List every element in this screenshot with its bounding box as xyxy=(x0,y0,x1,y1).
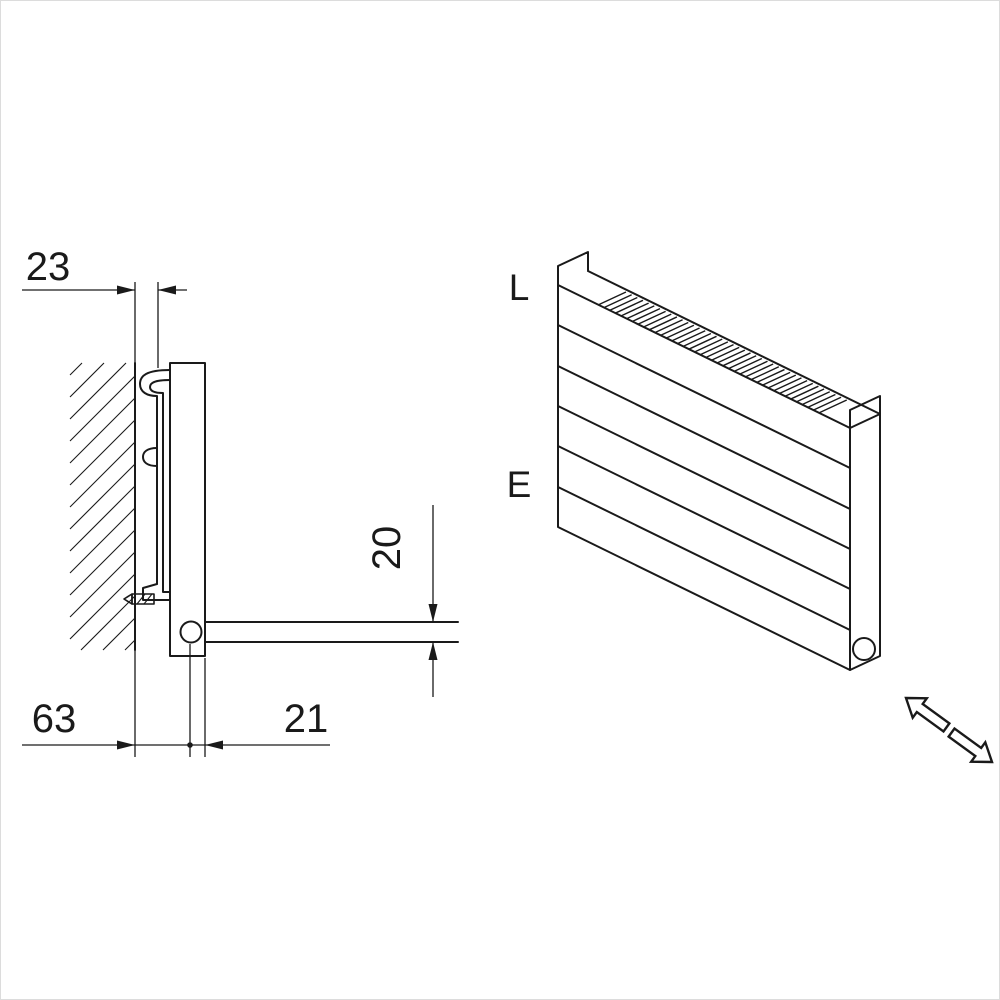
arrow-up-left xyxy=(904,696,952,734)
top-rear-edge xyxy=(587,270,881,415)
bidirectional-connection-arrows-icon xyxy=(904,696,994,764)
mounting-bracket xyxy=(123,369,171,605)
bracket-clip xyxy=(142,447,158,467)
dim-label-63: 63 xyxy=(32,697,77,741)
end-cap-left-tab xyxy=(557,251,589,286)
isometric-view: L E xyxy=(507,251,994,764)
pipe-plug-circle xyxy=(852,637,876,661)
wall-hatching xyxy=(69,362,136,651)
panel-grooves xyxy=(557,324,851,631)
side-view: 23 20 63 21 xyxy=(22,245,459,757)
dim-arrow xyxy=(158,285,176,295)
label-L: L xyxy=(509,267,530,308)
radiator-side-profile xyxy=(169,362,206,657)
dim-label-20: 20 xyxy=(365,526,409,571)
convector-fins-icon xyxy=(597,291,848,414)
pipe-connection-circle xyxy=(179,620,203,644)
dimension-20: 20 xyxy=(365,505,438,697)
dim-label-21: 21 xyxy=(284,697,329,741)
dim-arrow xyxy=(117,285,135,295)
dim-arrow xyxy=(428,604,438,622)
dimension-23: 23 xyxy=(22,245,187,368)
arrow-down-right xyxy=(946,726,994,764)
label-E: E xyxy=(507,464,532,505)
dim-arrow xyxy=(428,642,438,660)
dim-point xyxy=(187,742,193,748)
dimension-63-21: 63 21 xyxy=(22,644,330,757)
end-cap-right xyxy=(849,395,881,671)
dim-arrow xyxy=(205,740,223,750)
dim-arrow xyxy=(117,740,135,750)
pipe-lines xyxy=(204,621,459,643)
dim-label-23: 23 xyxy=(26,245,71,289)
wall-screw xyxy=(123,593,155,605)
